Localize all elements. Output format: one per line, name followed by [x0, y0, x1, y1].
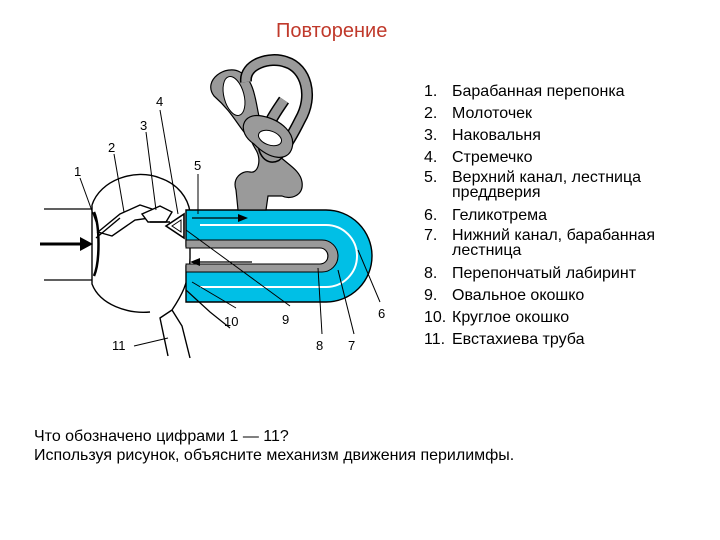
leader-6: [357, 249, 381, 303]
leader-3: [145, 131, 157, 211]
stapes: [164, 212, 185, 240]
diagram-label-10: 10: [224, 314, 238, 329]
diagram-label-2: 2: [108, 140, 115, 155]
legend-text: Стремечко: [452, 149, 533, 166]
legend-number: 4.: [424, 149, 438, 166]
leader-8: [317, 267, 323, 335]
legend-number: 6.: [424, 207, 438, 224]
diagram-label-4: 4: [156, 94, 163, 109]
membranous-labyrinth: [185, 239, 339, 273]
leader-1: [79, 177, 97, 223]
legend-text: Евстахиева труба: [452, 331, 585, 348]
leader-11: [133, 337, 169, 347]
leader-4: [159, 109, 179, 215]
legend-item: 11. Евстахиева труба: [424, 330, 714, 349]
stapes-inner: [171, 219, 182, 233]
legend-text: Молоточек: [452, 105, 533, 122]
legend-text: Барабанная перепонка: [452, 83, 625, 100]
legend-text: Овальное окошко: [452, 287, 585, 304]
legend-item: 2. Молоточек: [424, 104, 714, 123]
question-line-1: Что обозначено цифрами 1 — 11?: [34, 428, 289, 445]
diagram-label-8: 8: [316, 338, 323, 353]
legend-item: 5. Верхний канал, лестница преддверия: [424, 169, 714, 201]
diagram-label-5: 5: [194, 158, 201, 173]
leader-9: [185, 229, 291, 307]
legend-item: 6. Геликотрема: [424, 206, 714, 225]
legend-number: 5.: [424, 169, 438, 186]
diagram-label-1: 1: [74, 164, 81, 179]
legend-item: 8. Перепончатый лабиринт: [424, 264, 714, 283]
diagram-label-6: 6: [378, 306, 385, 321]
legend-number: 8.: [424, 265, 438, 282]
legend-number: 11.: [424, 331, 446, 348]
inner-channel-line: [200, 224, 358, 288]
legend-text: Наковальня: [452, 127, 541, 144]
sound-arrow-head: [80, 237, 93, 251]
round-window-tube: [185, 289, 231, 329]
legend-number: 3.: [424, 127, 438, 144]
question-line-2: Используя рисунок, объясните механизм дв…: [34, 447, 515, 464]
legend-number: 7.: [424, 227, 438, 244]
legend-list: 1. Барабанная перепонка 2. Молоточек 3. Нак…: [424, 82, 714, 352]
eardrum: [92, 211, 100, 277]
diagram-label-11: 11: [112, 338, 126, 353]
legend-number: 9.: [424, 287, 438, 304]
diagram-label-7: 7: [348, 338, 355, 353]
leader-2: [113, 153, 125, 213]
upper-channel-arrow-head: [238, 214, 248, 222]
leader-10: [191, 281, 237, 309]
legend-number: 10.: [424, 309, 447, 326]
legend-item: 1. Барабанная перепонка: [424, 82, 714, 101]
perilymph-channel: [185, 209, 373, 303]
canal-1-hole: [222, 76, 246, 116]
legend-text: Перепончатый лабиринт: [452, 265, 637, 282]
diagram-label-9: 9: [282, 312, 289, 327]
legend-item: 4. Стремечко: [424, 148, 714, 167]
legend-item: 3. Наковальня: [424, 126, 714, 145]
legend-item: 10. Круглое окошко: [424, 308, 714, 327]
legend-text: Верхний канал, лестница преддверия: [452, 169, 642, 201]
legend-item: 7. Нижний канал, барабанная лестница: [424, 227, 714, 259]
legend-number: 2.: [424, 105, 438, 122]
leader-7: [337, 269, 355, 335]
legend-number: 1.: [424, 83, 438, 100]
incus: [140, 205, 173, 223]
lower-channel-arrow-head: [190, 258, 200, 266]
page-title: Повторение: [276, 20, 388, 42]
legend-text: Нижний канал, барабанная лестница: [452, 227, 655, 259]
legend-text: Круглое окошко: [452, 309, 570, 326]
ossicle-arrow: [95, 217, 121, 239]
middle-ear-cavity: [91, 173, 191, 359]
legend-item: 9. Овальное окошко: [424, 286, 714, 305]
canal-3-hole: [257, 129, 283, 147]
question-text: Что обозначено цифрами 1 — 11? Используя…: [34, 427, 694, 465]
diagram-label-3: 3: [140, 118, 147, 133]
legend-text: Геликотрема: [452, 207, 547, 224]
